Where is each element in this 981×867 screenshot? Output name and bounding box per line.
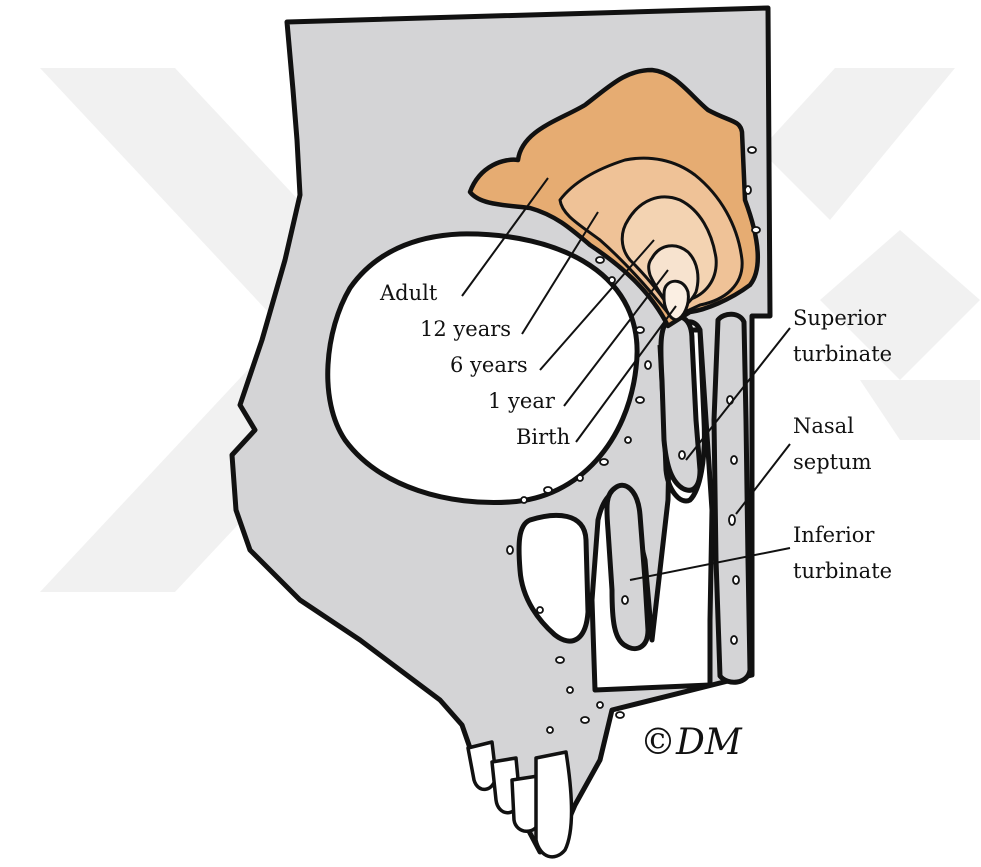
label-1-year: 1 year bbox=[488, 388, 555, 414]
label-birth: Birth bbox=[516, 424, 570, 450]
label-adult: Adult bbox=[380, 280, 437, 306]
label-nasal-septum-line2: septum bbox=[793, 449, 872, 475]
signature: ©DM bbox=[640, 722, 743, 763]
inferior-turbinate bbox=[607, 485, 648, 648]
label-12-years: 12 years bbox=[420, 316, 511, 342]
sinus-birth bbox=[664, 281, 688, 320]
label-inferior-turbinate-line2: turbinate bbox=[793, 558, 892, 584]
label-superior-turbinate-line2: turbinate bbox=[793, 341, 892, 367]
superior-turbinate bbox=[661, 317, 700, 491]
label-nasal-septum-line1: Nasal bbox=[793, 413, 854, 439]
label-6-years: 6 years bbox=[450, 352, 528, 378]
tooth-canine bbox=[536, 752, 572, 857]
nasal-septum bbox=[714, 314, 750, 682]
label-inferior-turbinate-line1: Inferior bbox=[793, 522, 874, 548]
label-superior-turbinate-line1: Superior bbox=[793, 305, 886, 331]
